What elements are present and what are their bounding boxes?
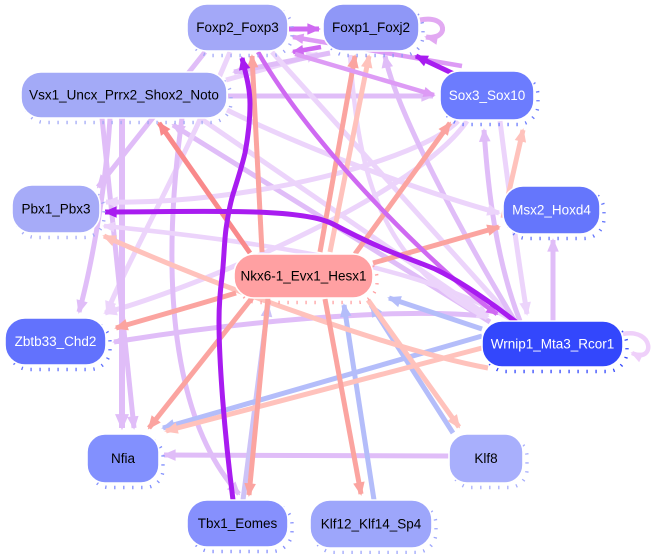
svg-text:Sox3_Sox10: Sox3_Sox10: [449, 88, 526, 103]
svg-text:Foxp1_Foxj2: Foxp1_Foxj2: [332, 20, 410, 35]
svg-text:Nfia: Nfia: [111, 451, 135, 466]
svg-text:Klf8: Klf8: [474, 451, 497, 466]
svg-text:Msx2_Hoxd4: Msx2_Hoxd4: [512, 203, 591, 218]
svg-text:Wrnip1_Mta3_Rcor1: Wrnip1_Mta3_Rcor1: [491, 337, 615, 352]
svg-text:Foxp2_Foxp3: Foxp2_Foxp3: [196, 20, 279, 35]
svg-text:Klf12_Klf14_Sp4: Klf12_Klf14_Sp4: [321, 517, 422, 532]
svg-text:Tbx1_Eomes: Tbx1_Eomes: [198, 516, 278, 531]
svg-text:Zbtb33_Chd2: Zbtb33_Chd2: [15, 334, 97, 349]
svg-text:Vsx1_Uncx_Prrx2_Shox2_Noto: Vsx1_Uncx_Prrx2_Shox2_Noto: [29, 88, 219, 103]
svg-text:Pbx1_Pbx3: Pbx1_Pbx3: [21, 202, 90, 217]
svg-text:Nkx6-1_Evx1_Hesx1: Nkx6-1_Evx1_Hesx1: [240, 269, 366, 284]
